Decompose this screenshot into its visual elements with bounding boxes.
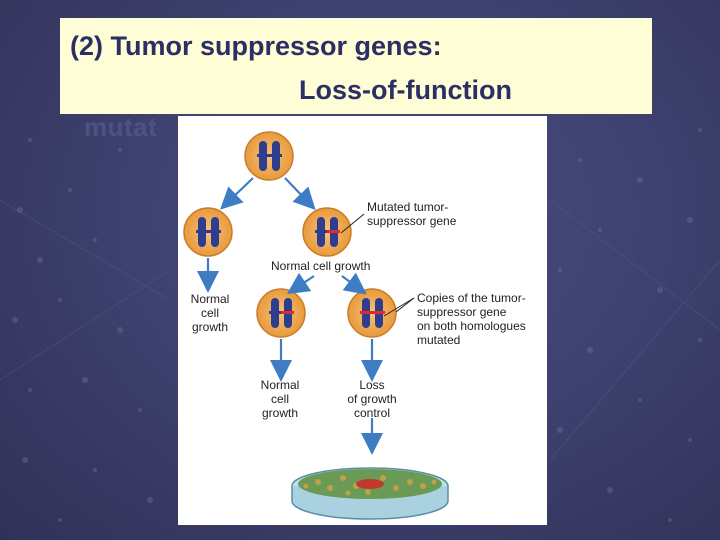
label-normal-growth-left: Normal cell growth bbox=[190, 292, 230, 334]
label-normal-growth-bottom: Normal cell growth bbox=[260, 378, 300, 420]
cell-top bbox=[244, 131, 294, 181]
petri-dish bbox=[291, 467, 449, 520]
ghost-text: mutat bbox=[84, 112, 158, 142]
label-mutated-gene: Mutated tumor- suppressor gene bbox=[367, 200, 457, 228]
label-loss-growth-control: Loss of growth control bbox=[347, 378, 397, 420]
slide-title: (2) Tumor suppressor genes: bbox=[70, 31, 442, 61]
tumor-suppressor-diagram: Mutated tumor- suppressor gene Normal ce… bbox=[178, 116, 547, 525]
arrows bbox=[197, 177, 383, 455]
label-copies-mutated: Copies of the tumor- suppressor gene on … bbox=[417, 291, 526, 347]
cell-right-one-mutated bbox=[302, 207, 352, 257]
slide-title-box: (2) Tumor suppressor genes: Loss-of-func… bbox=[60, 18, 652, 114]
slide-subtitle: Loss-of-function bbox=[299, 75, 512, 105]
cell-left-normal bbox=[183, 207, 233, 257]
cell-bottom-left bbox=[256, 288, 306, 338]
diagram-graphics bbox=[183, 131, 449, 520]
leader-lines bbox=[340, 213, 415, 317]
label-normal-growth-mid: Normal cell growth bbox=[271, 259, 371, 273]
cell-bottom-right-both-mutated bbox=[347, 288, 397, 338]
